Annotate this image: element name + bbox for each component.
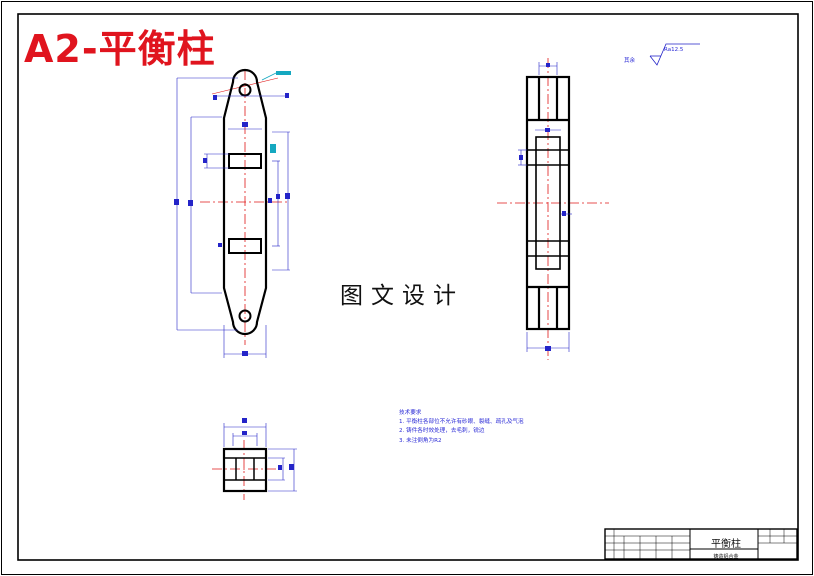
tech-item-1: 1. 平衡柱各部位不允许有砂眼、裂缝、疏孔及气泡 [399, 419, 524, 426]
title-block-material: 铸造铝合金 [713, 554, 739, 560]
watermark-text: 图文设计 [340, 283, 464, 309]
tech-item-3: 3. 未注倒角为R2 [399, 437, 442, 444]
title-block [604, 528, 798, 560]
roughness-label: 其余 [624, 58, 636, 64]
tech-item-2: 2. 铸件各时效处理，去毛刺，锐边 [399, 428, 485, 435]
inner-border [17, 13, 799, 561]
side-view [497, 58, 609, 360]
front-view [174, 68, 291, 358]
technical-requirements: 技术要求 1. 平衡柱各部位不允许有砂眼、裂缝、疏孔及气泡 2. 铸件各时效处理… [399, 409, 524, 446]
roughness-symbol [649, 43, 700, 66]
title-block-part-name: 平衡柱 [711, 539, 741, 550]
tech-heading: 技术要求 [399, 410, 422, 416]
page-title: A2-平衡柱 [24, 27, 216, 71]
top-view [212, 418, 297, 500]
roughness-value: Ra12.5 [664, 47, 684, 53]
